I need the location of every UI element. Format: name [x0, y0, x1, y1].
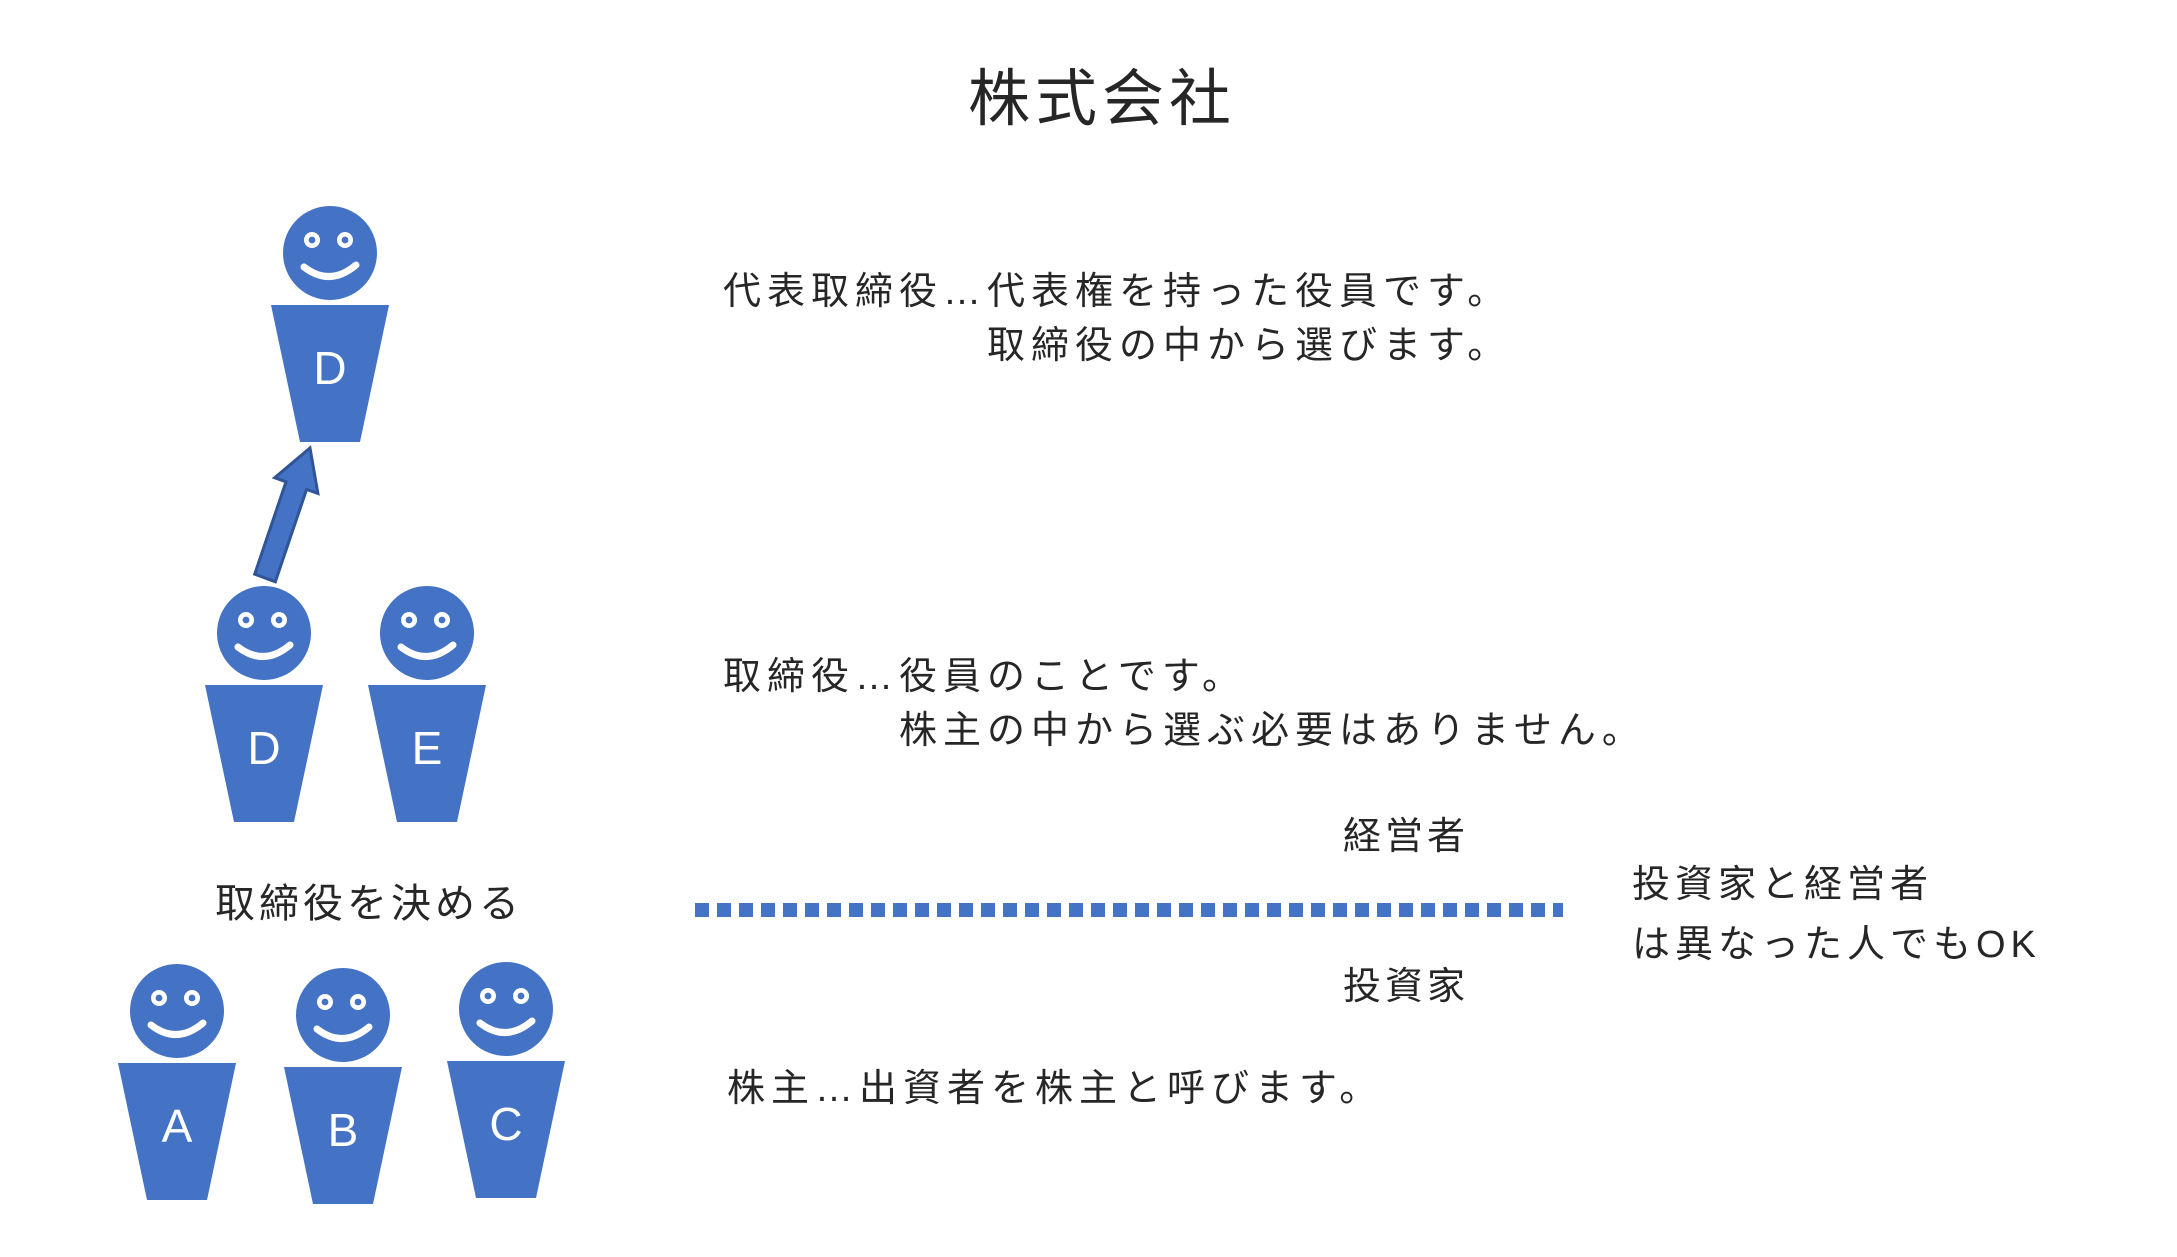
person-figure-director-d: D — [204, 585, 324, 822]
person-figure-shareholder-b: B — [283, 967, 403, 1204]
person-label: D — [313, 342, 347, 394]
up-arrow-icon — [252, 445, 320, 584]
person-label: E — [411, 722, 443, 774]
representative-annotation-line1: 代表取締役…代表権を持った役員です。 — [723, 271, 1512, 313]
person-icon — [118, 964, 236, 1200]
investor-label: 投資家 — [1343, 966, 1470, 1008]
representative-annotation-line2: 取締役の中から選びます。 — [987, 325, 1512, 367]
person-label: D — [247, 722, 281, 774]
person-figure-shareholder-a: A — [117, 963, 237, 1200]
note-annotation-line2: は異なった人でもOK — [1632, 924, 2041, 966]
manager-investor-divider — [695, 903, 1563, 917]
shareholder-annotation: 株主…出資者を株主と呼びます。 — [727, 1068, 1384, 1110]
manager-label: 経営者 — [1343, 816, 1470, 858]
page-title: 株式会社 — [968, 65, 1237, 134]
person-label: B — [327, 1104, 359, 1156]
person-figure-director-e: E — [367, 585, 487, 822]
note-annotation-line1: 投資家と経営者 — [1632, 864, 1934, 906]
person-label: C — [489, 1098, 523, 1150]
director-annotation-line2: 株主の中から選ぶ必要はありません。 — [899, 710, 1646, 752]
person-icon — [447, 962, 565, 1198]
person-icon — [284, 968, 402, 1204]
person-icon — [271, 206, 389, 442]
person-icon — [368, 586, 486, 822]
person-figure-shareholder-c: C — [446, 961, 566, 1198]
decide-directors-label: 取締役を決める — [215, 882, 523, 926]
person-figure-representative-d: D — [270, 205, 390, 442]
note-annotation: 投資家と経営者 は異なった人でもOK — [1632, 855, 2041, 975]
representative-annotation: 代表取締役…代表権を持った役員です。 取締役の中から選びます。 — [723, 265, 1511, 373]
director-annotation: 取締役…役員のことです。 株主の中から選ぶ必要はありません。 — [723, 650, 1646, 758]
person-label: A — [161, 1100, 193, 1152]
person-icon — [205, 586, 323, 822]
director-annotation-line1: 取締役…役員のことです。 — [723, 656, 1247, 698]
